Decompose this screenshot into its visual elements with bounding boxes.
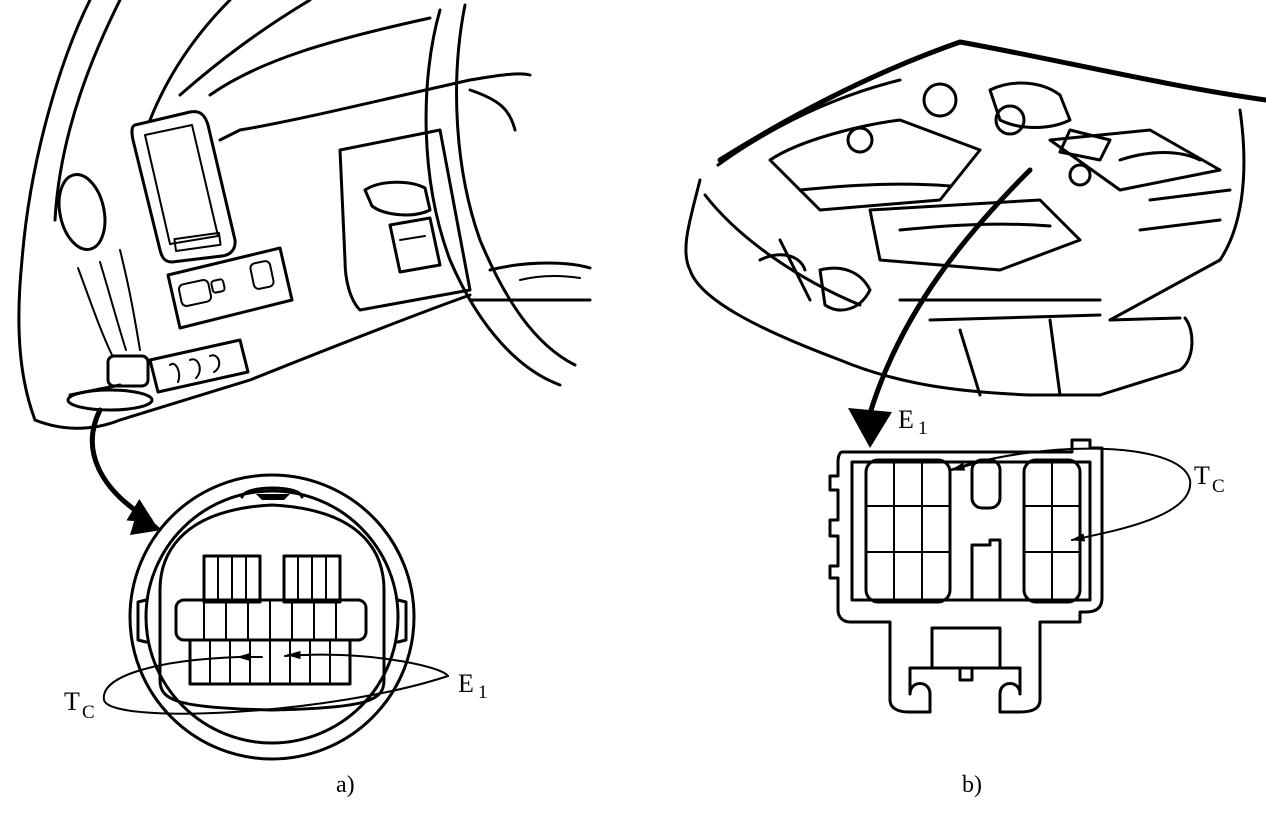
caption-b: b) <box>962 772 982 798</box>
panel-b-label-tc: T C <box>1194 461 1225 497</box>
label-tc-sub: C <box>82 702 95 723</box>
label-tc-sub: C <box>1212 476 1225 497</box>
panel-a-label-tc: T C <box>64 687 95 723</box>
label-e1-main: E <box>898 405 914 434</box>
panel-a-dashboard-illustration <box>17 0 592 430</box>
panel-a-diagnostic-connector <box>102 473 449 761</box>
panel-b-diagnostic-connector <box>828 438 1192 714</box>
panel-b-engine-bay-illustration <box>684 39 1266 397</box>
panel-b-label-e1: E 1 <box>898 405 928 439</box>
label-tc-main: T <box>1194 461 1210 490</box>
label-tc-main: T <box>64 687 80 716</box>
label-e1-main: E <box>458 669 474 698</box>
panel-a-label-e1: E 1 <box>458 669 488 703</box>
panel-b-callout-arrow <box>848 167 1033 448</box>
caption-a: a) <box>336 772 355 798</box>
label-e1-sub: 1 <box>918 418 928 439</box>
panel-a-callout-arrow <box>89 407 162 535</box>
label-e1-sub: 1 <box>478 682 488 703</box>
